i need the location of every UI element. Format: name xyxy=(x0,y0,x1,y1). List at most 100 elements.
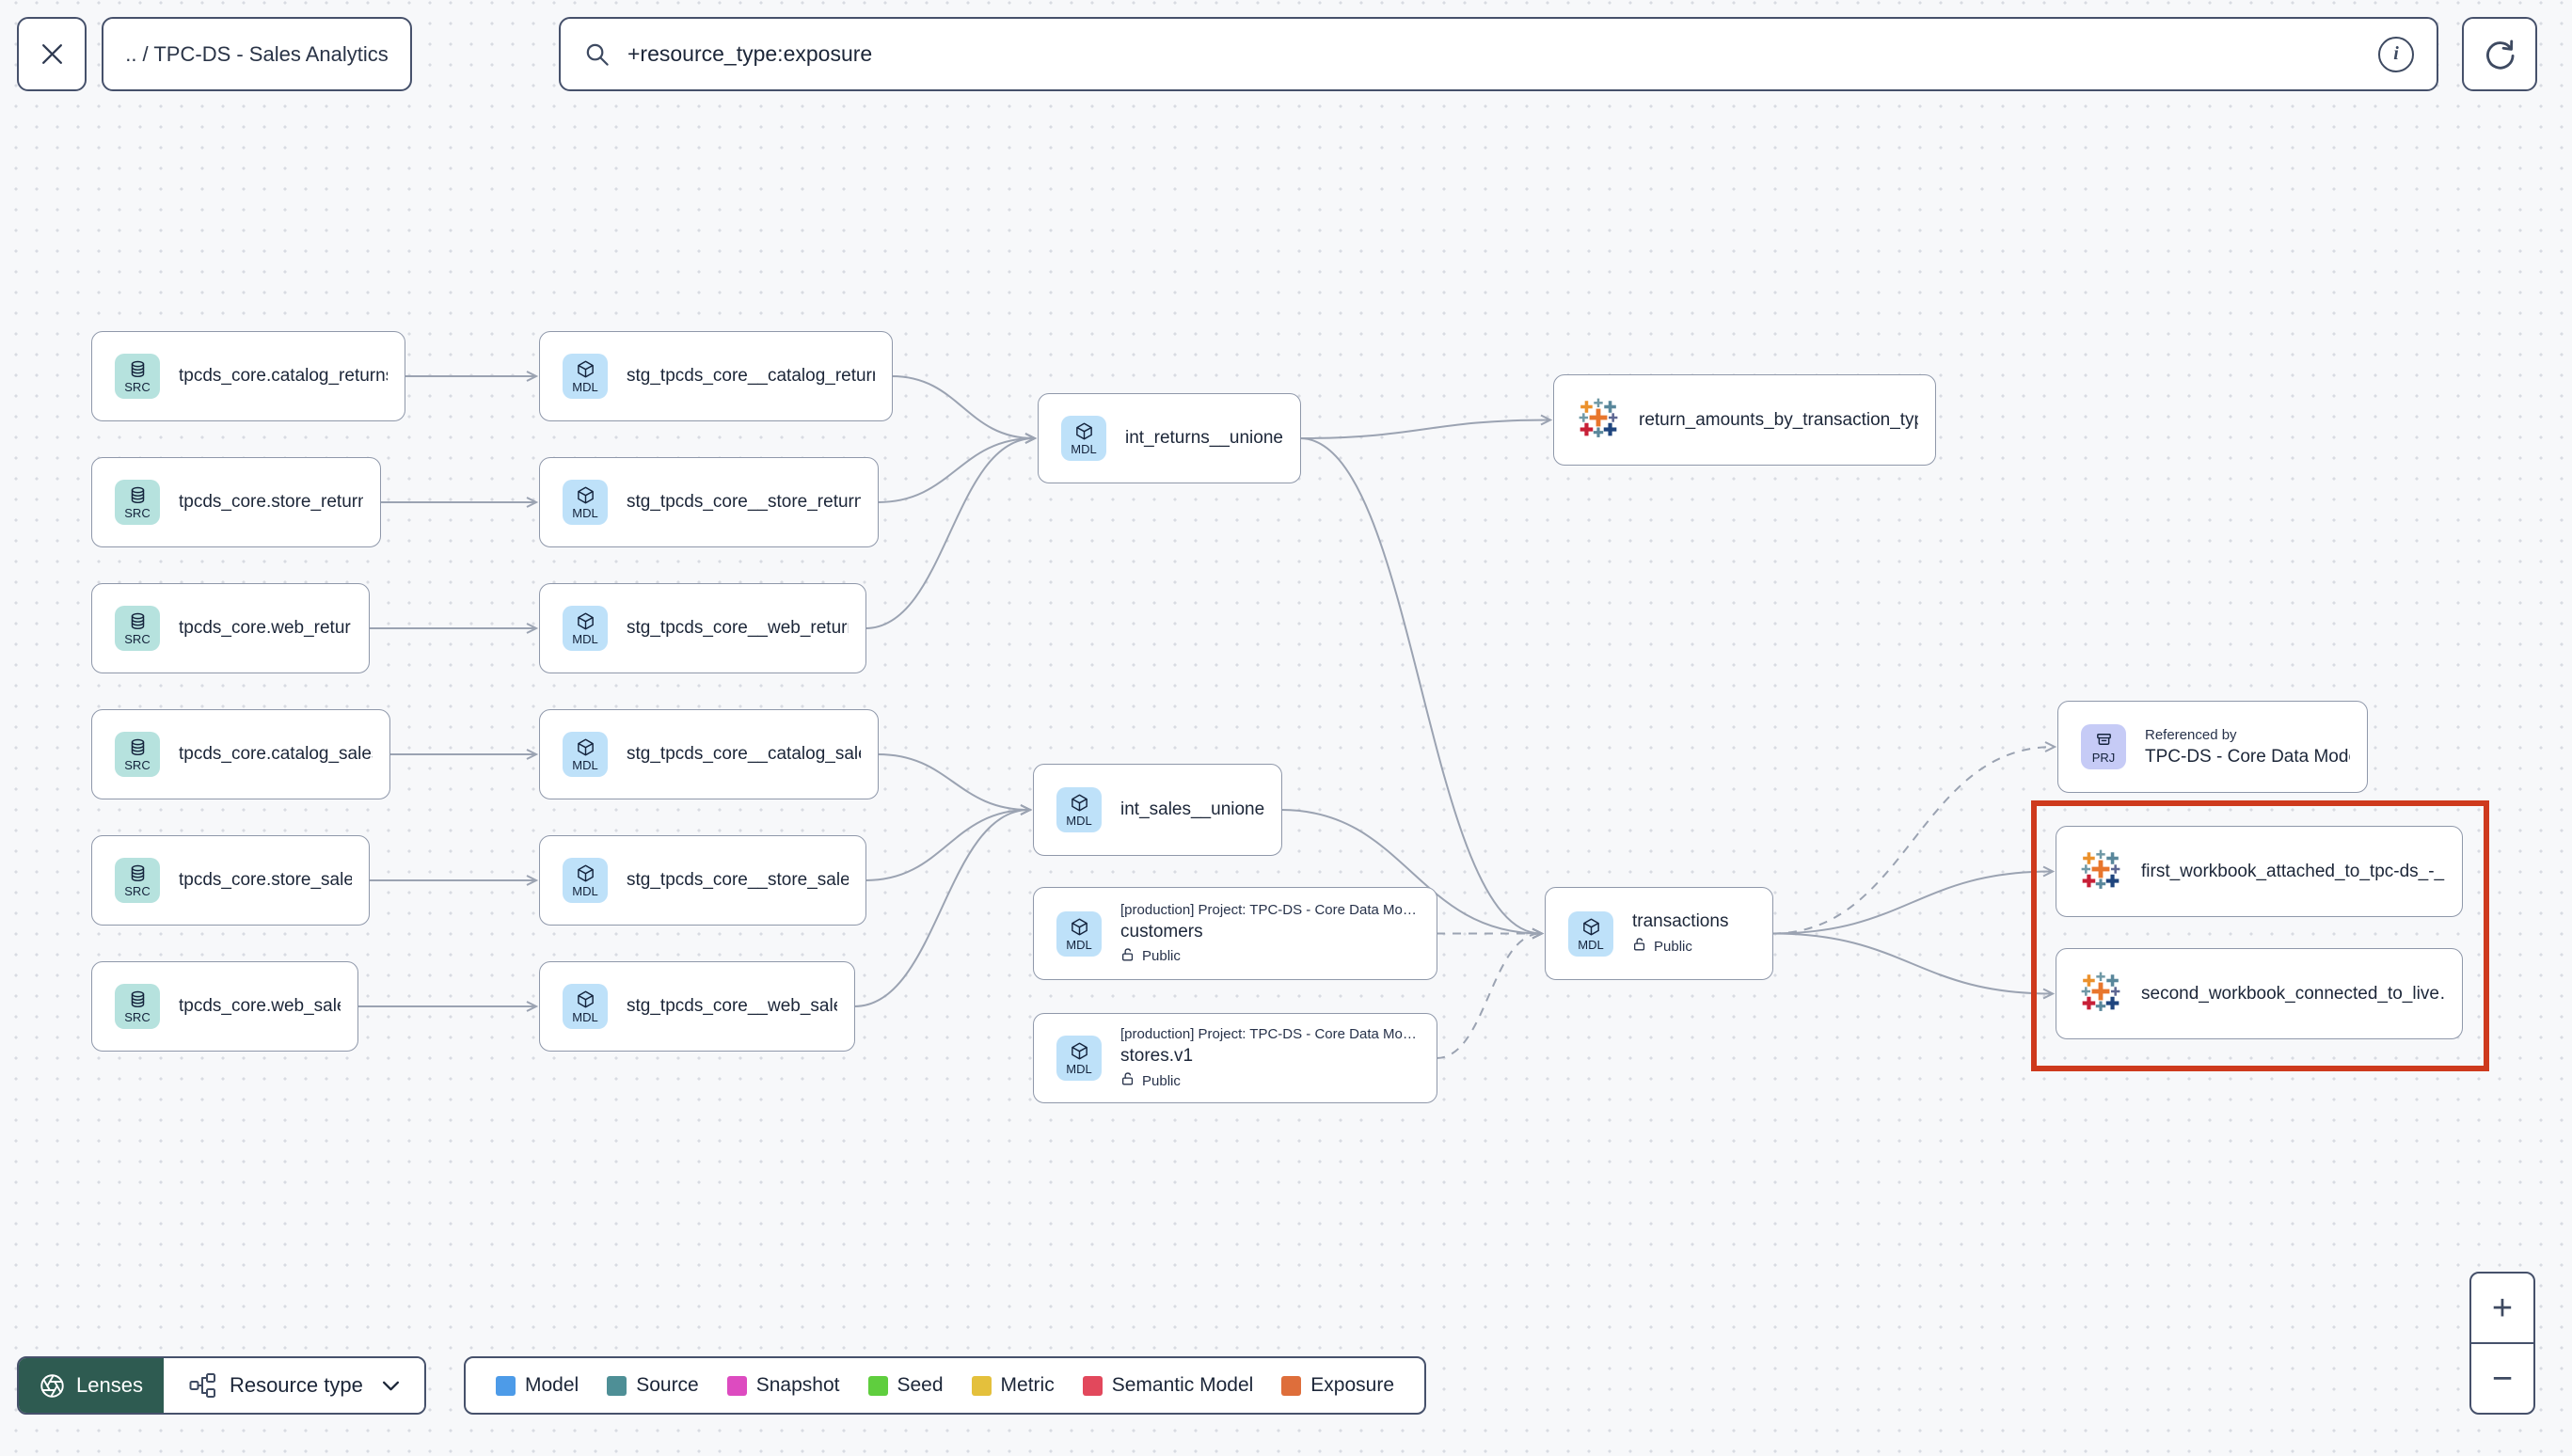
unlock-icon xyxy=(1120,1071,1135,1090)
legend-label: Seed xyxy=(897,1374,944,1396)
database-icon: SRC xyxy=(115,984,160,1029)
node-text: stg_tpcds_core__store_sales xyxy=(627,870,849,891)
resource-type-label: Resource type xyxy=(229,1373,363,1397)
legend-label: Source xyxy=(636,1374,699,1396)
node-second-workbook[interactable]: second_workbook_connected_to_live… xyxy=(2056,948,2463,1039)
node-label: stg_tpcds_core__catalog_sales xyxy=(627,744,861,764)
node-text: first_workbook_attached_to_tpc-ds_-_… xyxy=(2141,862,2445,882)
legend-item-source: Source xyxy=(607,1374,699,1397)
node-text: [production] Project: TPC-DS - Core Data… xyxy=(1120,902,1417,966)
node-label: transactions xyxy=(1632,911,1729,931)
legend-label: Metric xyxy=(1000,1374,1055,1396)
node-text: int_returns__unioned xyxy=(1125,428,1283,449)
node-int-sales-unioned[interactable]: MDL int_sales__unioned xyxy=(1033,764,1282,856)
info-icon[interactable]: i xyxy=(2378,36,2414,72)
node-label: stg_tpcds_core__web_returns xyxy=(627,618,849,638)
zoom-panel: + − xyxy=(2469,1272,2535,1415)
cube-icon: MDL xyxy=(1061,416,1106,461)
node-customers[interactable]: MDL [production] Project: TPC-DS - Core D… xyxy=(1033,887,1437,980)
node-label: TPC-DS - Core Data Models xyxy=(2145,746,2350,767)
legend-item-metric: Metric xyxy=(971,1374,1055,1397)
cube-icon: MDL xyxy=(563,354,608,399)
resource-type-dropdown[interactable]: Resource type xyxy=(163,1358,424,1413)
unlock-icon xyxy=(1120,947,1135,966)
access-public: Public xyxy=(1632,937,1728,956)
node-label: tpcds_core.catalog_returns xyxy=(179,366,388,386)
node-header: [production] Project: TPC-DS - Core Data… xyxy=(1120,1026,1417,1042)
legend-label: Semantic Model xyxy=(1111,1374,1254,1396)
breadcrumb[interactable]: .. / TPC-DS - Sales Analytics xyxy=(102,17,412,91)
node-stg-web-sales[interactable]: MDL stg_tpcds_core__web_sales xyxy=(539,961,855,1052)
legend-color-chip xyxy=(971,1375,992,1396)
node-stg-store-returns[interactable]: MDL stg_tpcds_core__store_returns xyxy=(539,457,879,547)
cube-icon: MDL xyxy=(1056,910,1102,957)
node-text: tpcds_core.web_returns xyxy=(179,618,352,639)
refresh-button[interactable] xyxy=(2462,17,2537,91)
database-icon: SRC xyxy=(115,858,160,903)
cube-icon: MDL xyxy=(563,858,608,903)
legend-item-model: Model xyxy=(496,1374,579,1397)
node-label: stg_tpcds_core__store_returns xyxy=(627,492,861,512)
access-public: Public xyxy=(1120,1071,1417,1090)
project-icon: PRJ xyxy=(2081,724,2126,769)
cube-icon: MDL xyxy=(563,984,608,1029)
cube-icon: MDL xyxy=(563,480,608,525)
node-label: first_workbook_attached_to_tpc-ds_-_… xyxy=(2141,861,2445,881)
tableau-icon xyxy=(2079,970,2122,1018)
node-src-web-sales[interactable]: SRC tpcds_core.web_sales xyxy=(91,961,358,1052)
refresh-icon xyxy=(2486,40,2515,70)
lens-controls: Lenses Resource type xyxy=(17,1356,426,1415)
close-button[interactable] xyxy=(17,17,87,91)
node-text: tpcds_core.catalog_returns xyxy=(179,366,388,387)
node-src-catalog-returns[interactable]: SRC tpcds_core.catalog_returns xyxy=(91,331,405,421)
node-label: tpcds_core.store_returns xyxy=(179,492,363,512)
database-icon: SRC xyxy=(115,354,160,399)
cube-icon: MDL xyxy=(1056,787,1102,832)
node-stg-store-sales[interactable]: MDL stg_tpcds_core__store_sales xyxy=(539,835,866,926)
node-return-amounts[interactable]: return_amounts_by_transaction_type xyxy=(1553,374,1936,466)
cube-icon: MDL xyxy=(563,606,608,651)
node-text: int_sales__unioned xyxy=(1120,799,1264,820)
node-src-store-returns[interactable]: SRC tpcds_core.store_returns xyxy=(91,457,381,547)
lenses-button[interactable]: Lenses xyxy=(19,1358,164,1413)
node-label: tpcds_core.web_returns xyxy=(179,618,352,638)
node-label: tpcds_core.web_sales xyxy=(179,996,341,1016)
node-label: stg_tpcds_core__web_sales xyxy=(627,996,837,1016)
search-input[interactable] xyxy=(626,40,2363,68)
node-stores-v1[interactable]: MDL[production] Project: TPC-DS - Core D… xyxy=(1033,1013,1437,1103)
node-text: second_workbook_connected_to_live… xyxy=(2141,984,2445,1005)
node-label: tpcds_core.catalog_sales xyxy=(179,744,373,764)
node-header: [production] Project: TPC-DS - Core Data… xyxy=(1120,901,1417,918)
node-label: return_amounts_by_transaction_type xyxy=(1639,409,1918,430)
database-icon: SRC xyxy=(115,480,160,525)
node-text: stg_tpcds_core__web_sales xyxy=(627,996,837,1017)
node-text: stg_tpcds_core__catalog_sales xyxy=(627,744,861,765)
node-text: tpcds_core.web_sales xyxy=(179,996,341,1017)
node-int-returns-unioned[interactable]: MDL int_returns__unioned xyxy=(1038,393,1301,483)
node-first-workbook[interactable]: first_workbook_attached_to_tpc-ds_-_… xyxy=(2056,826,2463,917)
node-text: stg_tpcds_core__web_returns xyxy=(627,618,849,639)
node-label: int_returns__unioned xyxy=(1125,428,1283,448)
tableau-icon xyxy=(1577,396,1620,444)
node-stg-web-returns[interactable]: MDL stg_tpcds_core__web_returns xyxy=(539,583,866,673)
node-label: int_sales__unioned xyxy=(1120,799,1264,819)
search-bar[interactable]: i xyxy=(559,17,2438,91)
node-text: tpcds_core.catalog_sales xyxy=(179,744,373,765)
legend-color-chip xyxy=(496,1375,516,1396)
node-text: tpcds_core.store_returns xyxy=(179,492,363,513)
zoom-in-button[interactable]: + xyxy=(2471,1274,2533,1344)
zoom-out-button[interactable]: − xyxy=(2491,1358,2514,1399)
breadcrumb-label: .. / TPC-DS - Sales Analytics xyxy=(125,41,389,66)
legend-item-semantic-model: Semantic Model xyxy=(1082,1374,1254,1397)
node-label: stores.v1 xyxy=(1120,1046,1194,1066)
